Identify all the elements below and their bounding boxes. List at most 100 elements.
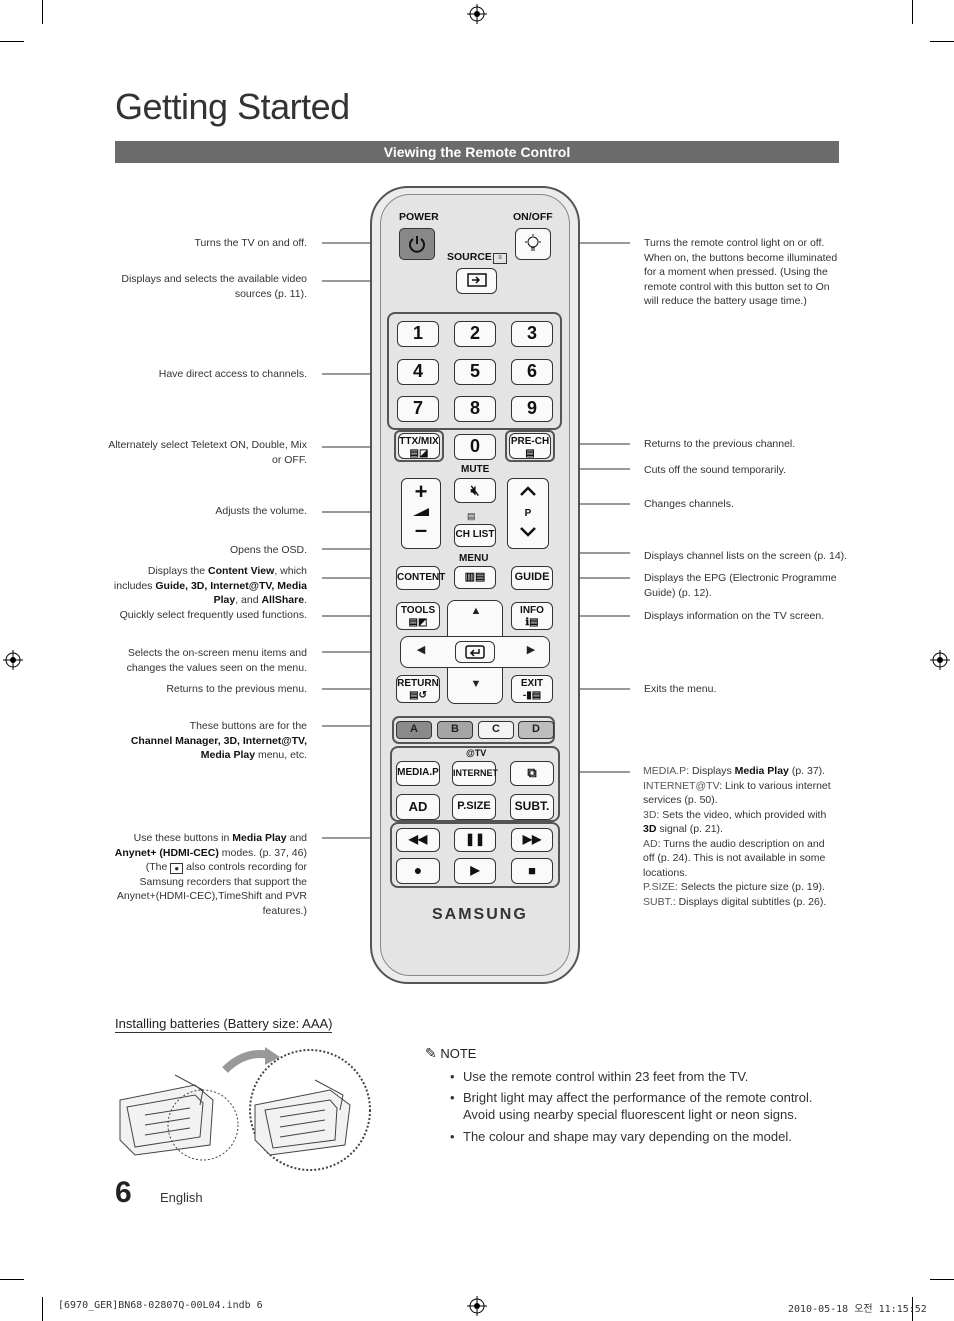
left-arrow-button[interactable]: ◀ bbox=[416, 644, 426, 656]
annotation-chlist: Displays channel lists on the screen (p.… bbox=[644, 550, 848, 562]
annotation-media-list: MEDIA.P: Displays Media Play (p. 37). IN… bbox=[643, 765, 831, 908]
digit-6-button[interactable]: 6 bbox=[511, 359, 553, 385]
annotation-power: Turns the TV on and off. bbox=[194, 237, 307, 249]
pause-button[interactable]: ❚❚ bbox=[454, 828, 496, 852]
stop-button[interactable]: ■ bbox=[511, 858, 553, 884]
note-label: NOTE bbox=[440, 1046, 477, 1061]
annotation-navigation: Selects the on-screen menu items and cha… bbox=[126, 647, 307, 674]
subt-button[interactable]: SUBT. bbox=[510, 794, 554, 820]
note-item: Bright light may affect the performance … bbox=[450, 1089, 830, 1123]
menu-icon: ▥▤ bbox=[464, 571, 486, 583]
record-button[interactable]: ● bbox=[396, 858, 440, 884]
return-label: RETURN bbox=[397, 678, 439, 689]
right-arrow-button[interactable]: ▶ bbox=[526, 644, 536, 656]
page-number: 6 bbox=[115, 1176, 132, 1209]
samsung-logo: SAMSUNG bbox=[432, 906, 528, 923]
note-pencil-icon: ✎ bbox=[425, 1045, 437, 1061]
channel-rocker[interactable]: P bbox=[507, 478, 549, 549]
menu-button[interactable]: ▥▤ bbox=[454, 566, 496, 589]
digit-0-button[interactable]: 0 bbox=[454, 434, 496, 460]
digit-2-button[interactable]: 2 bbox=[454, 321, 496, 347]
digit-9-button[interactable]: 9 bbox=[511, 396, 553, 422]
prech-group bbox=[505, 430, 555, 462]
battery-installation-illustration bbox=[119, 1047, 371, 1171]
source-button[interactable] bbox=[456, 268, 497, 294]
crop-mark bbox=[930, 41, 954, 42]
tools-icon: ▤◩ bbox=[408, 617, 428, 628]
crop-mark bbox=[0, 41, 24, 42]
media-p-button[interactable]: MEDIA.P bbox=[396, 761, 440, 786]
annotation-ttx: Alternately select Teletext ON, Double, … bbox=[108, 439, 307, 466]
ttx-mix-button[interactable]: TTX/MIX▤◪ bbox=[398, 433, 440, 459]
color-button-d[interactable]: D bbox=[518, 721, 554, 739]
pre-ch-label: PRE-CH bbox=[510, 436, 550, 447]
return-button[interactable]: RETURN▤↺ bbox=[396, 675, 440, 703]
annotation-mute: Cuts off the sound temporarily. bbox=[644, 464, 787, 476]
volume-level-icon bbox=[413, 508, 429, 516]
internet-button[interactable]: INTERNET bbox=[452, 761, 498, 786]
digit-7-button[interactable]: 7 bbox=[397, 396, 439, 422]
attv-label: @TV bbox=[466, 748, 487, 758]
color-button-b[interactable]: B bbox=[437, 721, 473, 739]
color-button-c[interactable]: C bbox=[478, 721, 514, 739]
playback-group bbox=[390, 822, 560, 888]
registration-mark-icon bbox=[930, 650, 950, 670]
fast-forward-icon: ▶▶ bbox=[522, 832, 542, 846]
ch-list-button[interactable]: CH LIST bbox=[454, 524, 496, 547]
digit-4-button[interactable]: 4 bbox=[397, 359, 439, 385]
mute-button[interactable]: 🔇︎ bbox=[454, 478, 496, 503]
pre-ch-button[interactable]: PRE-CH▤ bbox=[509, 433, 551, 459]
down-arrow-button[interactable]: ▼ bbox=[470, 678, 482, 690]
content-button[interactable]: CONTENT bbox=[396, 566, 445, 590]
digit-3-button[interactable]: 3 bbox=[511, 321, 553, 347]
fast-forward-button[interactable]: ▶▶ bbox=[511, 828, 553, 852]
play-button[interactable]: ▶ bbox=[454, 858, 496, 884]
light-bulb-icon bbox=[525, 234, 541, 251]
power-icon bbox=[409, 236, 425, 253]
power-button[interactable] bbox=[399, 228, 435, 260]
enter-button[interactable] bbox=[455, 641, 495, 663]
note-item: Use the remote control within 23 feet fr… bbox=[450, 1068, 850, 1085]
3d-button[interactable]: ⧉ bbox=[510, 761, 554, 786]
annotation-source: Displays and selects the available video… bbox=[121, 273, 307, 300]
annotation-tools: Quickly select frequently used functions… bbox=[119, 609, 307, 621]
channel-label: P bbox=[524, 508, 532, 519]
number-pad-group bbox=[387, 312, 562, 430]
mute-speaker-icon: 🔇︎ bbox=[470, 482, 480, 498]
annotation-channel: Changes channels. bbox=[644, 498, 734, 510]
menu-label: MENU bbox=[459, 553, 489, 564]
crop-mark bbox=[912, 0, 913, 24]
ttx-mix-label: TTX/MIX bbox=[399, 436, 439, 447]
language-label: English bbox=[160, 1190, 203, 1205]
color-button-a[interactable]: A bbox=[396, 721, 432, 739]
rewind-icon: ◀◀ bbox=[408, 832, 428, 846]
annotation-exit: Exits the menu. bbox=[644, 683, 717, 695]
digit-5-button[interactable]: 5 bbox=[454, 359, 496, 385]
crop-mark bbox=[930, 1279, 954, 1280]
record-icon: ● bbox=[170, 863, 184, 874]
crop-mark bbox=[42, 1297, 43, 1321]
digit-1-button[interactable]: 1 bbox=[397, 321, 439, 347]
ttx-group bbox=[394, 430, 444, 462]
enter-icon bbox=[465, 645, 485, 659]
guide-button[interactable]: GUIDE bbox=[511, 566, 553, 590]
registration-mark-icon bbox=[467, 4, 487, 24]
volume-up-icon: + bbox=[414, 479, 428, 504]
rewind-button[interactable]: ◀◀ bbox=[396, 828, 440, 852]
annotation-prech: Returns to the previous channel. bbox=[644, 438, 796, 450]
up-arrow-button[interactable]: ▲ bbox=[470, 605, 482, 617]
p-size-button[interactable]: P.SIZE bbox=[452, 794, 496, 820]
annotation-content: Displays the Content View, which include… bbox=[113, 565, 307, 606]
tools-label: TOOLS bbox=[400, 605, 436, 616]
light-onoff-button[interactable] bbox=[515, 228, 551, 260]
tools-button[interactable]: TOOLS▤◩ bbox=[396, 602, 440, 630]
digit-8-button[interactable]: 8 bbox=[454, 396, 496, 422]
note-item: The colour and shape may vary depending … bbox=[450, 1128, 850, 1145]
volume-rocker[interactable]: + – bbox=[401, 478, 441, 549]
ad-button[interactable]: AD bbox=[396, 794, 440, 820]
teletext-mix-icon: ▤◪ bbox=[409, 448, 429, 459]
exit-button[interactable]: EXIT-▮▤ bbox=[511, 675, 553, 703]
info-label: INFO bbox=[520, 605, 544, 616]
